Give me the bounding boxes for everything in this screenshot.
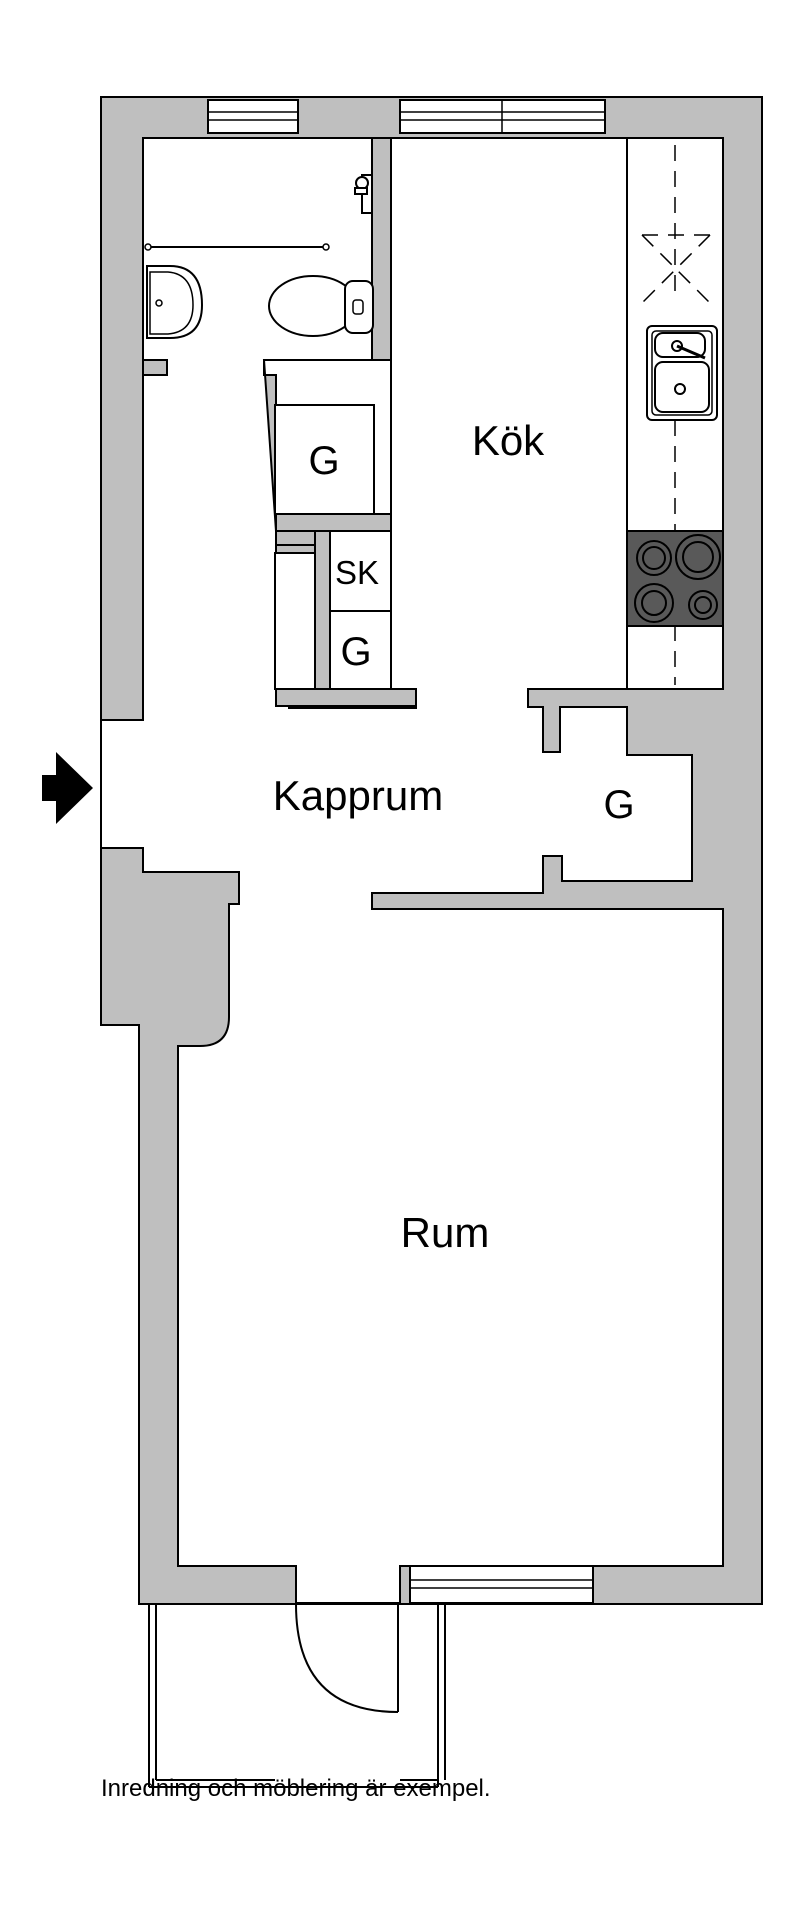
window-icon: [207, 99, 299, 134]
closet-mid: [314, 530, 331, 690]
sink-icon: [646, 325, 718, 421]
window-icon: [399, 99, 606, 134]
closet-label-hall: G: [603, 783, 634, 827]
closet-g-lower: [329, 610, 392, 690]
closet-rack: [274, 552, 316, 690]
caption: Inredning och möblering är exempel.: [101, 1775, 491, 1802]
closet-label-sk: SK: [335, 554, 379, 591]
closet-bottom: [275, 688, 417, 707]
balcony: [148, 1604, 446, 1788]
closet-label-bath: G: [308, 439, 339, 483]
window-icon: [409, 1565, 594, 1604]
room-label-kitchen: Kök: [472, 417, 545, 464]
shower-tap-icon: [354, 174, 373, 214]
closet-sk: [329, 530, 392, 612]
bath-wall: [142, 359, 168, 376]
room-label-hall: Kapprum: [273, 772, 443, 819]
washbasin-icon: [146, 265, 204, 339]
bath-wall-right: [262, 137, 392, 546]
room-label-living: Rum: [401, 1209, 490, 1256]
toilet-icon: [268, 275, 374, 337]
shower-curtain: [144, 243, 330, 251]
entrance-arrow-icon: [42, 752, 93, 824]
closet-bath-g: [274, 404, 375, 515]
closet-label-g-lower: G: [340, 630, 371, 674]
closet-divider: [275, 513, 392, 532]
door-swing-icon: [295, 1603, 399, 1713]
stove-icon: [626, 530, 724, 627]
